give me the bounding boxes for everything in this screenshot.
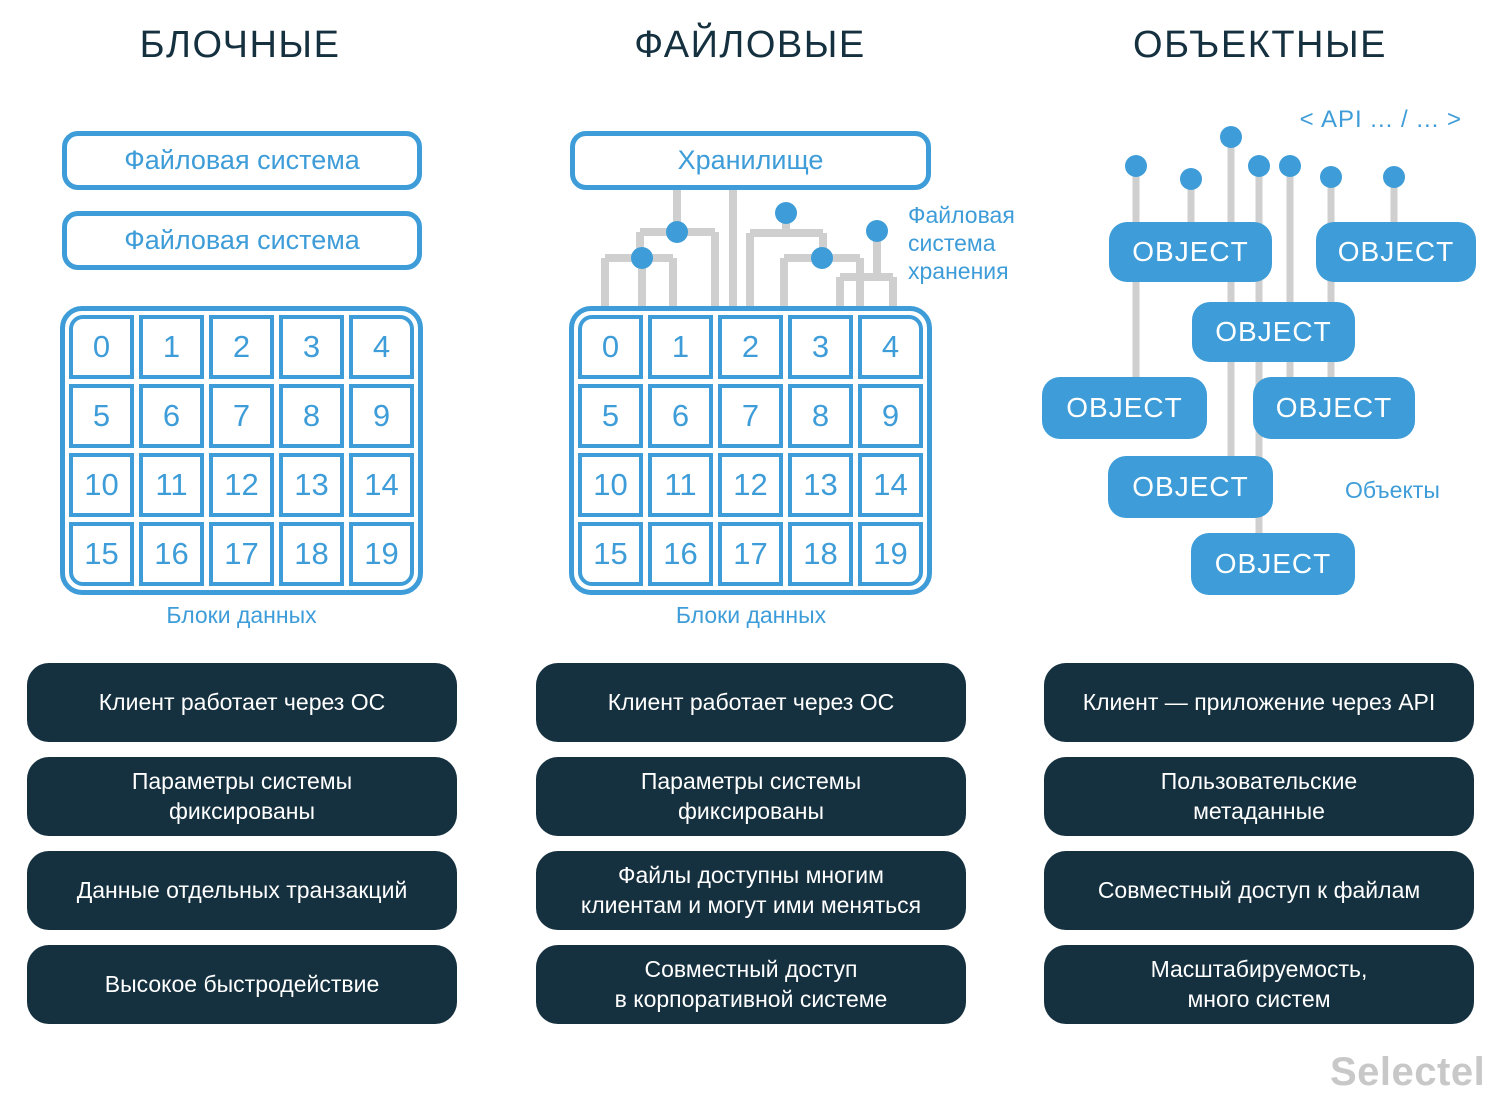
data-block-cell: 15: [69, 522, 134, 586]
data-block-cell: 6: [139, 384, 204, 448]
feature-pill: Совместный доступ к файлам: [1044, 851, 1474, 930]
selectel-logo: Selectel: [1330, 1050, 1486, 1094]
object-box: OBJECT: [1042, 377, 1207, 439]
data-block-cell: 9: [858, 384, 923, 448]
connector-dot: [1125, 155, 1147, 177]
file-features: Клиент работает через ОС Параметры систе…: [536, 663, 966, 1024]
data-block-cell: 13: [279, 453, 344, 517]
feature-pill: Файлы доступны многим клиентам и могут и…: [536, 851, 966, 930]
connector-dot: [666, 221, 688, 243]
connector-dot: [811, 247, 833, 269]
feature-pill: Данные отдельных транзакций: [27, 851, 457, 930]
block-column-title: БЛОЧНЫЕ: [139, 24, 341, 66]
data-block-cell: 18: [788, 522, 853, 586]
connector-dot: [1220, 126, 1242, 148]
file-grid-caption: Блоки данных: [675, 602, 827, 628]
feature-pill: Параметры системы фиксированы: [536, 757, 966, 836]
data-block-cell: 18: [279, 522, 344, 586]
feature-pill: Масштабируемость, много систем: [1044, 945, 1474, 1024]
connector-dot: [1320, 166, 1342, 188]
data-block-cell: 2: [209, 315, 274, 379]
object-box: OBJECT: [1316, 222, 1476, 282]
feature-pill: Клиент работает через ОС: [27, 663, 457, 742]
file-tree-connectors: [601, 190, 897, 310]
storage-box: Хранилище: [570, 131, 931, 190]
data-block-cell: 8: [788, 384, 853, 448]
data-block-cell: 8: [279, 384, 344, 448]
data-block-cell: 10: [578, 453, 643, 517]
data-block-cell: 19: [858, 522, 923, 586]
data-block-cell: 3: [279, 315, 344, 379]
feature-pill: Пользовательские метаданные: [1044, 757, 1474, 836]
data-block-cell: 7: [209, 384, 274, 448]
object-node-dots: [1125, 126, 1405, 190]
data-block-cell: 5: [578, 384, 643, 448]
data-block-cell: 10: [69, 453, 134, 517]
connector-dot: [631, 247, 653, 269]
data-block-cell: 15: [578, 522, 643, 586]
data-block-cell: 17: [718, 522, 783, 586]
feature-pill: Совместный доступ в корпоративной систем…: [536, 945, 966, 1024]
data-block-cell: 16: [648, 522, 713, 586]
object-features: Клиент — приложение через API Пользовате…: [1044, 663, 1474, 1024]
feature-pill: Клиент — приложение через API: [1044, 663, 1474, 742]
data-block-cell: 16: [139, 522, 204, 586]
data-block-cell: 14: [349, 453, 414, 517]
feature-pill: Высокое быстродействие: [27, 945, 457, 1024]
connector-dot: [866, 220, 888, 242]
data-block-cell: 12: [209, 453, 274, 517]
data-block-cell: 17: [209, 522, 274, 586]
api-label: < API ... / ... >: [1299, 106, 1462, 133]
object-box: OBJECT: [1192, 302, 1355, 362]
data-block-cell: 13: [788, 453, 853, 517]
connector-dot: [1383, 166, 1405, 188]
data-block-cell: 4: [858, 315, 923, 379]
object-box: OBJECT: [1109, 222, 1272, 282]
data-block-cell: 9: [349, 384, 414, 448]
object-column-title: ОБЪЕКТНЫЕ: [1133, 24, 1387, 66]
data-block-cell: 14: [858, 453, 923, 517]
filesystem-box: Файловая система: [62, 131, 422, 190]
file-column-title: ФАЙЛОВЫЕ: [634, 24, 866, 66]
feature-pill: Параметры системы фиксированы: [27, 757, 457, 836]
data-block-cell: 12: [718, 453, 783, 517]
connector-dot: [1248, 155, 1270, 177]
data-block-cell: 11: [139, 453, 204, 517]
data-block-cell: 19: [349, 522, 414, 586]
object-box: OBJECT: [1253, 377, 1415, 439]
connector-dot: [1279, 155, 1301, 177]
data-block-cell: 11: [648, 453, 713, 517]
objects-label: Объекты: [1345, 477, 1440, 503]
data-block-cell: 6: [648, 384, 713, 448]
block-grid-caption: Блоки данных: [166, 602, 317, 628]
object-box: OBJECT: [1191, 533, 1355, 595]
data-block-cell: 5: [69, 384, 134, 448]
data-block-cell: 1: [139, 315, 204, 379]
block-features: Клиент работает через ОС Параметры систе…: [27, 663, 457, 1024]
data-block-cell: 1: [648, 315, 713, 379]
data-block-cell: 0: [578, 315, 643, 379]
feature-pill: Клиент работает через ОС: [536, 663, 966, 742]
object-box: OBJECT: [1108, 456, 1273, 518]
connector-dot: [775, 202, 797, 224]
filesystem-box: Файловая система: [62, 211, 422, 270]
data-block-cell: 0: [69, 315, 134, 379]
storage-filesystem-label: Файловая система хранения: [908, 202, 1015, 284]
connector-dot: [1180, 168, 1202, 190]
data-block-cell: 3: [788, 315, 853, 379]
file-tree-node-dots: [631, 202, 888, 269]
data-block-cell: 4: [349, 315, 414, 379]
data-block-cell: 7: [718, 384, 783, 448]
data-block-cell: 2: [718, 315, 783, 379]
